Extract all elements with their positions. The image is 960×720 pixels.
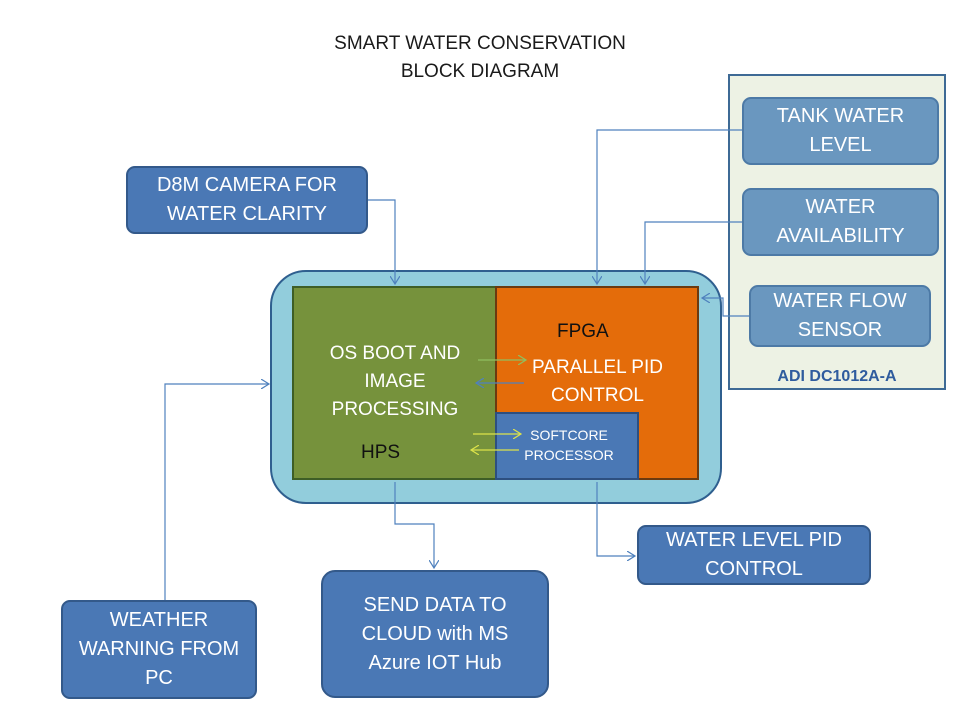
connector-availability-to-fpga xyxy=(645,221,742,284)
cloud-block-line-1: SEND DATA TO xyxy=(363,593,507,616)
fpga-description: PARALLEL PID CONTROL xyxy=(520,354,675,410)
title-line-2: BLOCK DIAGRAM xyxy=(400,61,560,82)
pid-block-line-2: CONTROL xyxy=(705,558,803,580)
fpga-line-2: CONTROL xyxy=(551,385,644,406)
water-availability-block: WATER AVAILABILITY xyxy=(742,188,939,256)
pid-block-line-1: WATER LEVEL PID xyxy=(666,529,842,551)
softcore-line-1: SOFTCORE xyxy=(530,427,608,443)
tank-water-level-block: TANK WATER LEVEL xyxy=(742,97,939,165)
water-level-pid-block: WATER LEVEL PID CONTROL xyxy=(637,525,871,585)
tank-block-line-2: LEVEL xyxy=(809,134,872,156)
tank-block-line-1: TANK WATER xyxy=(776,105,905,127)
water-flow-sensor-block: WATER FLOW SENSOR xyxy=(749,285,931,347)
softcore-processor-block xyxy=(495,412,639,480)
flow-block-line-1: WATER FLOW xyxy=(773,290,907,312)
weather-block-line-2: WARNING FROM xyxy=(78,638,240,660)
connector-weather-to-board xyxy=(164,384,269,600)
hps-line-2: IMAGE xyxy=(364,371,426,392)
fpga-line-1: PARALLEL PID xyxy=(532,357,663,378)
weather-block-line-3: PC xyxy=(145,667,173,689)
fpga-label: FPGA xyxy=(557,321,609,342)
camera-block: D8M CAMERA FOR WATER CLARITY xyxy=(126,166,368,234)
cloud-block: SEND DATA TO CLOUD with MS Azure IOT Hub xyxy=(321,570,549,698)
weather-warning-block: WEATHER WARNING FROM PC xyxy=(61,600,257,699)
title-line-1: SMART WATER CONSERVATION xyxy=(334,33,626,54)
sensor-panel-label: ADI DC1012A-A xyxy=(777,368,897,385)
weather-block-line-1: WEATHER xyxy=(109,609,209,631)
availability-block-line-2: AVAILABILITY xyxy=(776,225,905,247)
connector-tank-to-fpga xyxy=(597,129,742,284)
camera-block-line-1: D8M CAMERA FOR xyxy=(156,174,338,196)
hps-line-1: OS BOOT AND xyxy=(329,343,461,364)
connector-camera-to-hps xyxy=(368,199,395,284)
connector-softcore-to-pid xyxy=(596,482,635,556)
connector-flow-to-fpga xyxy=(702,298,749,317)
availability-block-line-1: WATER xyxy=(805,196,876,218)
softcore-description: SOFTCORE PROCESSOR xyxy=(505,425,633,465)
connector-hps-to-cloud xyxy=(394,482,434,568)
hps-block xyxy=(292,286,497,480)
cloud-block-line-2: CLOUD with MS xyxy=(361,622,509,645)
cloud-block-line-3: Azure IOT Hub xyxy=(368,651,502,674)
softcore-line-2: PROCESSOR xyxy=(524,447,614,463)
hps-line-3: PROCESSING xyxy=(331,399,459,420)
camera-block-line-2: WATER CLARITY xyxy=(166,203,327,225)
hps-description: OS BOOT AND IMAGE PROCESSING xyxy=(300,340,490,424)
flow-block-line-2: SENSOR xyxy=(797,319,883,341)
diagram-title: SMART WATER CONSERVATION BLOCK DIAGRAM xyxy=(280,30,680,86)
hps-label: HPS xyxy=(361,442,401,463)
